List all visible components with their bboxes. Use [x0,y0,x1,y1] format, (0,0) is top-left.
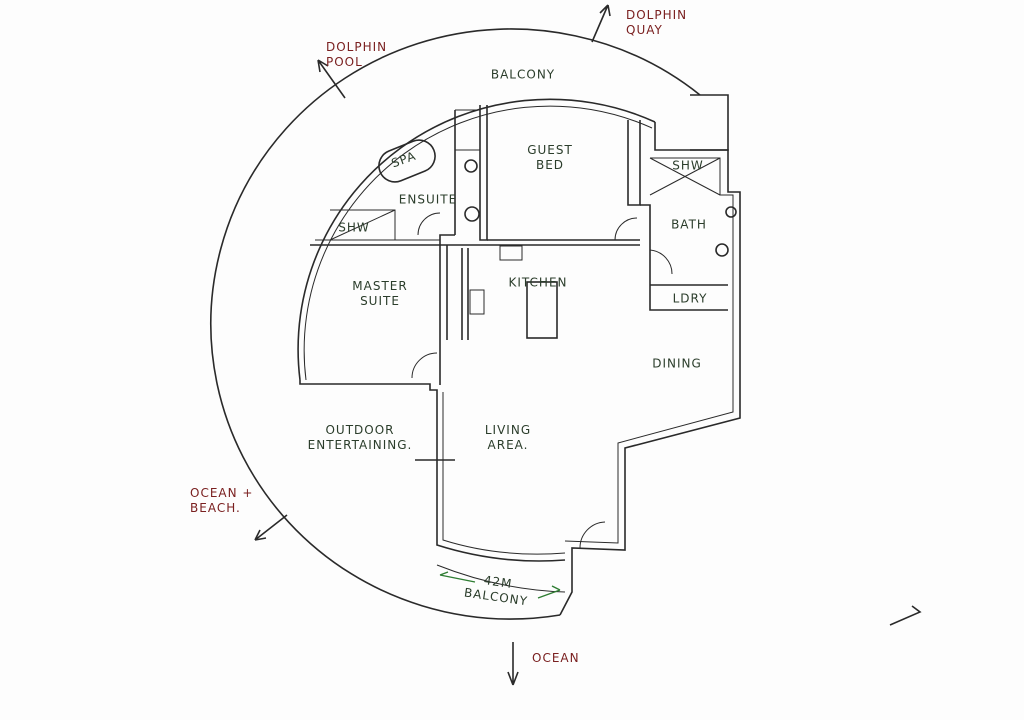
room-master-suite: Master Suite [352,279,408,308]
direction-ocean-beach: Ocean + Beach. [190,486,254,515]
room-balcony: Balcony [490,67,556,82]
room-laundry: Ldry [672,291,708,306]
inner-wall-arc [297,98,656,381]
room-bath: Bath [671,217,707,232]
room-kitchen: Kitchen [508,275,568,290]
direction-dolphin-quay: Dolphin Quay [626,8,688,37]
room-dining: Dining [652,356,702,371]
room-living-area: Living Area. [484,423,532,452]
room-guest-bed: Guest Bed [527,143,573,172]
room-ensuite: Ensuite [398,192,458,207]
direction-ocean: Ocean [532,651,580,665]
direction-dolphin-pool: Dolphin Pool [326,40,388,69]
room-bath-shower: Shw [672,158,704,173]
room-outdoor-entertaining: Outdoor Entertaining. [307,423,413,452]
outer-balcony-arc [210,28,701,620]
exterior-wall [559,122,741,616]
room-ensuite-shower: Shw [338,220,370,235]
